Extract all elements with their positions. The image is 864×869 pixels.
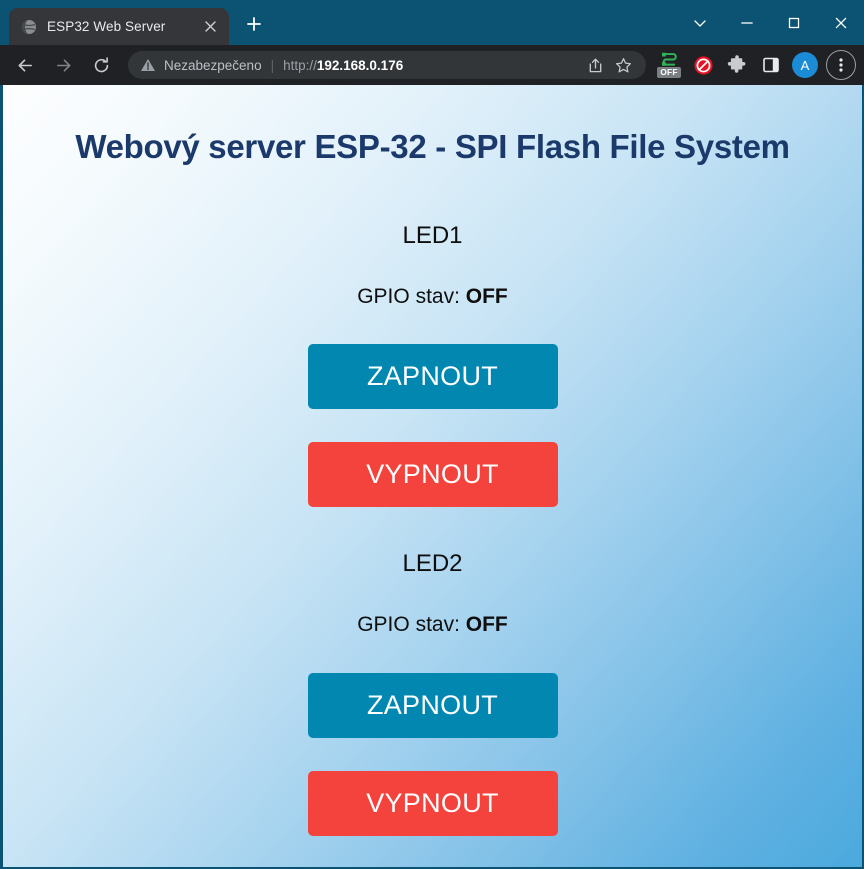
led1-status: GPIO stav: OFF: [3, 285, 862, 308]
web-page: Webový server ESP-32 - SPI Flash File Sy…: [3, 85, 862, 867]
window-controls: [676, 0, 864, 45]
forward-button[interactable]: [47, 49, 79, 81]
adblock-extension-button[interactable]: [688, 49, 718, 81]
side-panel-icon: [762, 56, 780, 74]
browser-menu-button[interactable]: [826, 50, 856, 80]
browser-tab[interactable]: ESP32 Web Server: [9, 8, 229, 45]
extensions-menu-button[interactable]: [722, 49, 752, 81]
url-host: 192.168.0.176: [316, 57, 404, 73]
led2-status-prefix: GPIO stav:: [357, 613, 460, 637]
puzzle-piece-icon: [727, 55, 747, 75]
side-panel-button[interactable]: [756, 49, 786, 81]
share-icon[interactable]: [582, 52, 608, 78]
led-block-1: LED1 GPIO stav: OFF ZAPNOUT VYPNOUT: [3, 221, 862, 508]
security-label: Nezabezpečeno: [164, 57, 262, 73]
tab-strip: ESP32 Web Server: [0, 0, 864, 45]
address-bar-text: Nezabezpečeno | http://192.168.0.176: [164, 58, 574, 73]
chevron-down-icon: [693, 16, 707, 30]
warning-triangle-icon[interactable]: [140, 57, 156, 73]
led1-status-prefix: GPIO stav:: [357, 284, 460, 308]
led2-turn-off-button[interactable]: VYPNOUT: [307, 770, 558, 836]
back-button[interactable]: [9, 49, 41, 81]
address-separator: |: [270, 57, 275, 73]
maximize-button[interactable]: [770, 0, 817, 45]
led1-label: LED1: [402, 221, 463, 249]
vpn-proxy-extension-button[interactable]: OFF: [654, 49, 684, 81]
led1-status-value: OFF: [465, 284, 508, 308]
back-arrow-icon: [16, 56, 35, 75]
close-icon: [834, 16, 848, 30]
minimize-button[interactable]: [723, 0, 770, 45]
three-dots-vertical-icon: [839, 57, 843, 73]
minimize-icon: [740, 16, 754, 30]
led2-status-value: OFF: [465, 613, 508, 637]
reload-icon: [92, 56, 111, 75]
maximize-icon: [787, 16, 801, 30]
star-icon[interactable]: [610, 52, 636, 78]
globe-icon: [21, 19, 37, 35]
led1-turn-on-button[interactable]: ZAPNOUT: [307, 344, 558, 410]
url-scheme: http://: [283, 57, 317, 73]
vpn-status-badge: OFF: [657, 67, 681, 78]
forward-arrow-icon: [54, 56, 73, 75]
reload-button[interactable]: [85, 49, 117, 81]
new-tab-button[interactable]: [239, 11, 269, 41]
led2-status: GPIO stav: OFF: [3, 613, 862, 636]
led1-turn-off-button[interactable]: VYPNOUT: [307, 442, 558, 508]
avatar[interactable]: A: [792, 52, 818, 78]
plus-icon: [247, 16, 261, 36]
address-bar[interactable]: Nezabezpečeno | http://192.168.0.176: [128, 51, 646, 79]
led2-label: LED2: [402, 550, 463, 578]
address-bar-actions: [582, 52, 636, 78]
tab-search-button[interactable]: [676, 0, 723, 45]
led2-turn-on-button[interactable]: ZAPNOUT: [307, 672, 558, 738]
tab-title: ESP32 Web Server: [47, 19, 166, 34]
url-text: http://192.168.0.176: [283, 58, 403, 73]
browser-toolbar: Nezabezpečeno | http://192.168.0.176: [0, 45, 864, 85]
window-close-button[interactable]: [817, 0, 864, 45]
led-block-2: LED2 GPIO stav: OFF ZAPNOUT VYPNOUT: [3, 550, 862, 836]
tab-close-icon[interactable]: [199, 16, 221, 38]
block-circle-icon: [693, 55, 714, 76]
vpn-icon: [660, 52, 679, 66]
page-viewport: Webový server ESP-32 - SPI Flash File Sy…: [0, 85, 864, 869]
page-title: Webový server ESP-32 - SPI Flash File Sy…: [75, 128, 790, 165]
